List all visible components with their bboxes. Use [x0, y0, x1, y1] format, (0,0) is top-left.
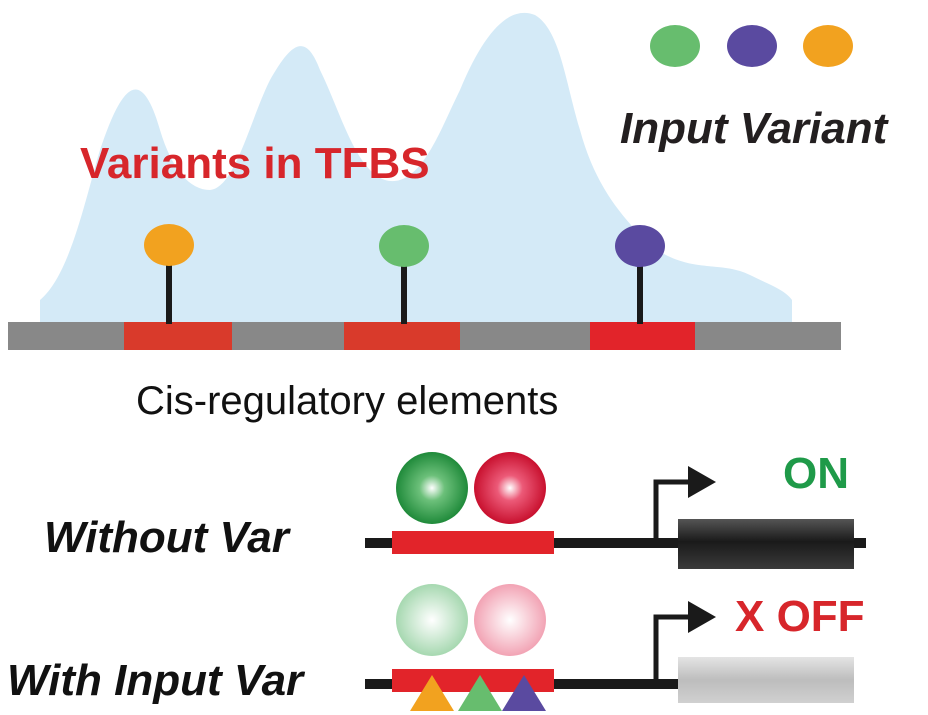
tfbs-box [392, 531, 554, 554]
legend: Input Variant [620, 25, 890, 153]
variant-triangle [502, 675, 546, 711]
variant-lollipop [615, 225, 665, 324]
gene-box-active [678, 519, 854, 569]
gene-box-inactive [678, 657, 854, 703]
variant-marker [379, 225, 429, 267]
tf-green-unbound [396, 584, 468, 656]
tfbs-segment [344, 322, 460, 350]
state-label-off: X OFF [735, 592, 865, 641]
variant-triangle [458, 675, 502, 711]
tss-arrow [653, 479, 695, 543]
row-with-input-var: With Input Var X OFF [7, 584, 865, 711]
legend-title: Input Variant [620, 104, 890, 153]
legend-dot-orange [803, 25, 853, 67]
tfbs-segment [124, 322, 232, 350]
tfbs-segment [590, 322, 695, 350]
tss-arrowhead [688, 601, 716, 633]
tss-arrow [653, 614, 695, 684]
variant-marker [615, 225, 665, 267]
variant-triangle [410, 675, 454, 711]
tf-green-bound [396, 452, 468, 524]
row-label: With Input Var [7, 656, 306, 705]
cre-caption: Cis-regulatory elements [136, 379, 558, 423]
tf-red-bound [474, 452, 546, 524]
variant-marker [144, 224, 194, 266]
accessibility-peak-area [40, 12, 792, 322]
variant-lollipop [379, 225, 429, 324]
legend-dot-purple [727, 25, 777, 67]
variant-lollipop [144, 224, 194, 324]
tss-arrowhead [688, 466, 716, 498]
legend-dot-green [650, 25, 700, 67]
row-label: Without Var [44, 513, 292, 562]
state-label-on: ON [783, 449, 849, 498]
tfbs-title: Variants in TFBS [80, 139, 430, 188]
row-without-var: Without Var ON [44, 449, 866, 569]
tf-red-unbound [474, 584, 546, 656]
